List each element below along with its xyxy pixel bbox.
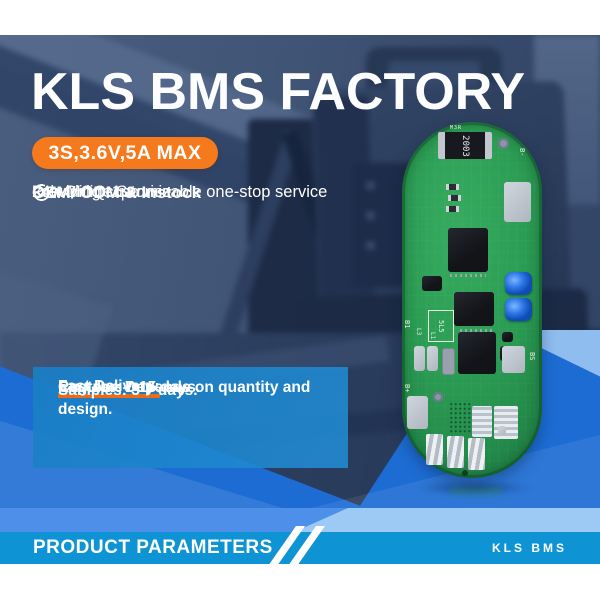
silkscreen-box: 5L5 — [428, 310, 454, 342]
inductor-component — [442, 348, 455, 375]
pad-label-b1: B1 — [403, 320, 411, 329]
panel-port — [366, 211, 375, 220]
small-component — [422, 276, 442, 291]
pcb-reflection — [450, 487, 502, 495]
page-title: KLS BMS FACTORY — [31, 63, 526, 121]
bottom-white-strip — [0, 564, 600, 600]
tinned-pad — [494, 406, 518, 439]
ic-pins — [450, 274, 486, 277]
delivery-line-regular: Regular: 7-15 days. — [58, 379, 201, 396]
section-title: PRODUCT PARAMETERS — [33, 537, 273, 558]
fiducial-mark — [462, 470, 468, 476]
band-left-triangle — [0, 508, 348, 532]
pcb-shadow — [416, 480, 532, 496]
pad-label-bs: BS — [528, 352, 536, 361]
light-blue-band — [0, 508, 600, 532]
ic-chip-qfn — [448, 228, 488, 272]
panel-port — [366, 241, 375, 250]
resistor-chip: 2003 — [438, 132, 492, 159]
smd-resistor — [446, 206, 459, 212]
solder-pad — [498, 426, 506, 435]
pad-label-l1: L1 — [429, 332, 436, 340]
silkscreen-box-label: 5L5 — [437, 319, 445, 333]
section-bar: PRODUCT PARAMETERS KLS BMS — [0, 526, 600, 566]
solder-pad — [427, 346, 438, 371]
silkscreen-text: M3R — [450, 125, 463, 131]
solder-pad — [502, 346, 525, 373]
blue-diode — [505, 298, 532, 321]
ic-chip-mosfet — [454, 292, 494, 326]
mount-hole — [498, 138, 509, 149]
mount-hole — [433, 392, 443, 402]
ic-pins — [460, 329, 494, 332]
feature-label: 24h Online Service — [32, 183, 172, 201]
delivery-line-samples: Samples: 3-7 days. — [58, 382, 198, 399]
feature-label: Providing customizable one-stop service — [32, 183, 328, 201]
check-circle-icon — [32, 183, 51, 202]
delivery-card: Fast Delivery: Samples: 3-7 days. Regula… — [33, 367, 348, 468]
sot-component — [502, 332, 513, 342]
solder-pad — [407, 396, 428, 429]
tinned-pad — [468, 438, 485, 470]
pad-label-b-minus: B- — [518, 148, 526, 157]
delivery-heading: Fast Delivery: — [58, 377, 160, 398]
tinned-pad — [447, 436, 464, 468]
pad-label-l3: L3 — [415, 328, 422, 336]
tinned-pad — [426, 434, 443, 465]
delivery-line-custom: Custom: Depends on quantity and design. — [58, 379, 311, 418]
via-grid — [449, 402, 472, 434]
blue-diode — [505, 272, 532, 295]
tinned-pad — [472, 406, 492, 437]
feature-label: OEM/ ODM & Instock — [32, 182, 202, 202]
pad-label-b-plus: B+ — [403, 384, 411, 393]
spec-badge: 3S,3.6V,5A MAX — [32, 137, 218, 169]
top-white-strip — [0, 0, 600, 35]
resistor-marking: 2003 — [460, 134, 470, 157]
bms-pcb-board: M3R 2003 B- 5L5 L3 L1 B1 BS B+ — [402, 122, 542, 478]
ic-chip-mosfet — [458, 332, 496, 374]
solder-pad — [504, 182, 531, 222]
brand-text: KLS BMS — [492, 541, 567, 555]
smd-resistor — [446, 184, 459, 190]
panel-port — [366, 181, 375, 190]
solder-pad — [414, 346, 425, 371]
feature-label: Low MOQ-1pc — [32, 183, 139, 201]
smd-resistor — [448, 195, 461, 201]
